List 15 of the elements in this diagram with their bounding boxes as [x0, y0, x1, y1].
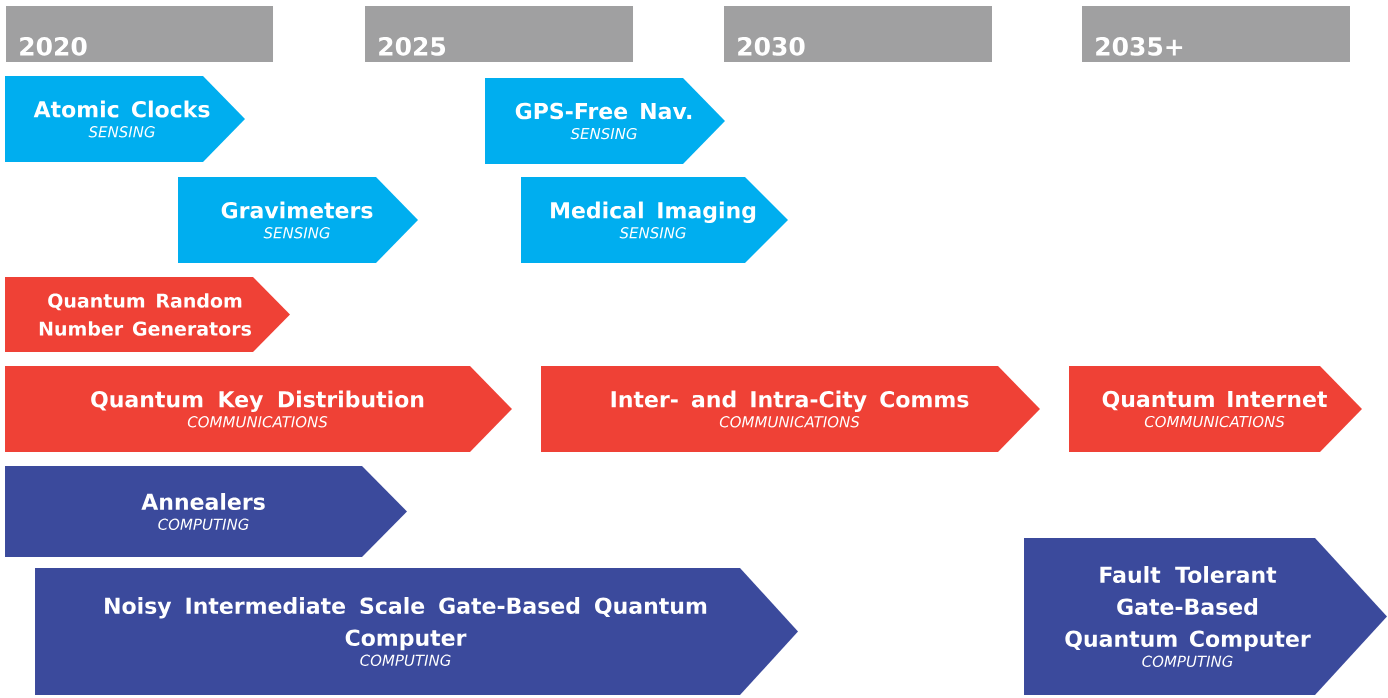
arrow-box: Gravimeters SENSING: [178, 177, 418, 263]
year-bar: 2035+: [1082, 6, 1350, 62]
arrow-box: Quantum Internet COMMUNICATIONS: [1069, 366, 1362, 452]
arrow-box: Noisy Intermediate Scale Gate-Based Quantum Computer COMPUTING: [35, 568, 798, 695]
arrow-box: GPS-Free Nav. SENSING: [485, 78, 725, 164]
arrow-box: Medical Imaging SENSING: [521, 177, 788, 263]
arrow-box: Atomic Clocks SENSING: [5, 76, 245, 162]
arrow-box: Inter- and Intra-City Comms COMMUNICATIONS: [541, 366, 1040, 452]
year-bar: 2020: [6, 6, 273, 62]
arrow-box: Quantum Key Distribution COMMUNICATIONS: [5, 366, 512, 452]
arrow-box: Quantum Random Number Generators: [5, 277, 290, 352]
year-bar: 2025: [365, 6, 633, 62]
arrow-box: Fault Tolerant Gate-Based Quantum Computer COMPUTING: [1024, 538, 1387, 695]
year-bar: 2030: [724, 6, 992, 62]
arrow-box: Annealers COMPUTING: [5, 466, 407, 557]
